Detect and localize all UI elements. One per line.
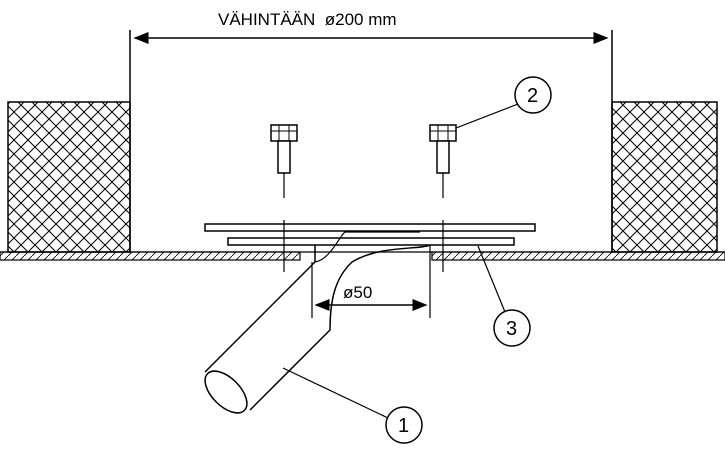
opening-walls [129, 30, 613, 252]
flange-plates [204, 223, 536, 246]
callout-2-label: 2 [527, 85, 538, 107]
roof-deck [0, 251, 725, 261]
callout-1-leader [282, 367, 423, 444]
bolt-right [429, 124, 457, 272]
bolt-left [270, 124, 298, 272]
insulation-right [611, 101, 718, 253]
callout-1-label: 1 [398, 415, 409, 437]
hole-dimension-label: ø50 [343, 283, 372, 302]
insulation-left [7, 101, 131, 253]
callout-2-leader [455, 76, 552, 129]
callout-3-label: 3 [506, 318, 517, 340]
drain-pipe [204, 231, 431, 414]
overall-dimension-label: VÄHINTÄÄN ø200 mm [218, 10, 397, 29]
callout-3-leader [477, 245, 531, 347]
